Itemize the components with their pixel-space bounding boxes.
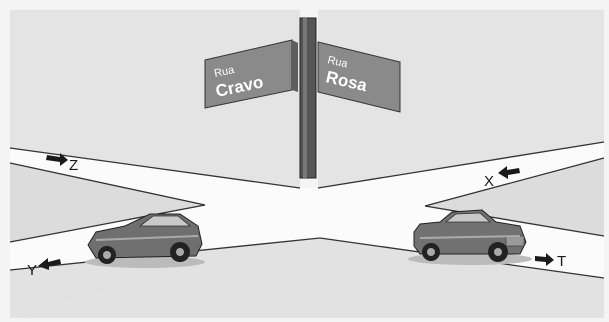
pole-highlight: [303, 18, 307, 178]
sign-cravo-edge: [292, 40, 298, 92]
car-left-wheel-front-hub: [103, 251, 111, 259]
direction-z-label: Z: [69, 157, 78, 174]
direction-y-label: Y: [27, 262, 37, 279]
car-right-wheel-front-hub: [494, 248, 502, 256]
car-right-grille: [506, 236, 524, 246]
car-right-wheel-rear-hub: [427, 248, 435, 256]
direction-t-label: T: [557, 253, 566, 270]
direction-x-label: X: [484, 173, 494, 190]
sign-pole: [300, 18, 316, 178]
car-left-wheel-rear-hub: [176, 248, 184, 256]
pole-body: [300, 18, 316, 178]
